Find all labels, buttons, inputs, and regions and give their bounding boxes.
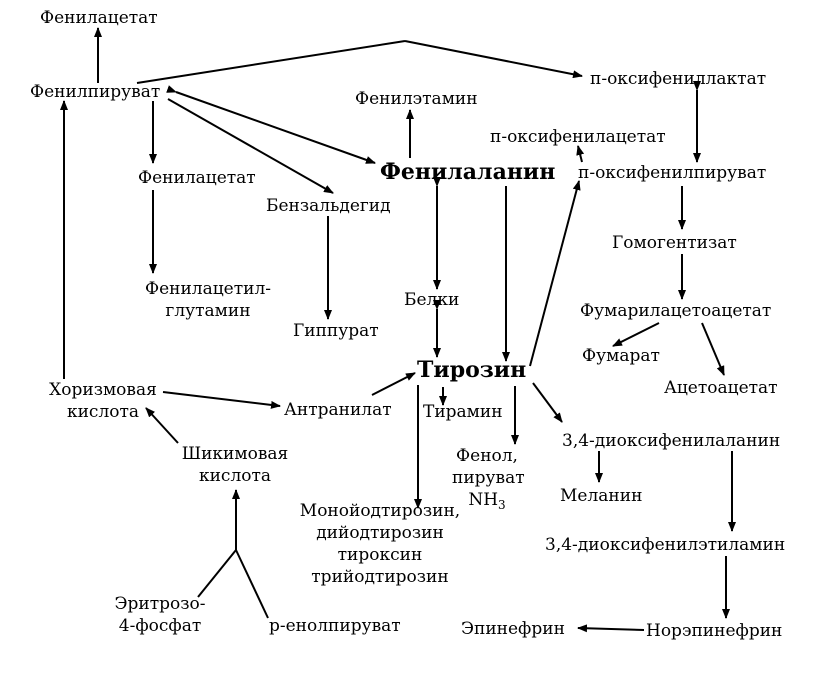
node-phenylacetylglutamine: Фенилацетил- глутамин [138,278,278,322]
arrow-phenylpyruvate-phenylalanine [166,85,376,164]
node-epinephrine: Эпинефрин [461,619,565,639]
node-hippurate: Гиппурат [293,321,379,341]
node-chorismic-acid: Хоризмовая кислота [38,379,168,423]
arrow-phenylpyruvate-to-benzaldehyde [167,98,334,194]
node-phenylacetylglutamine-line2: глутамин [165,301,251,321]
node-chorismic-acid-line2: кислота [66,402,140,422]
node-phenylalanine: Фенилаланин [380,159,556,185]
arrow-tyrosine-to-p-hydroxyphenylpyruvate [529,180,581,367]
node-shikimic-acid: Шикимовая кислота [165,443,305,487]
line-enolpyruvate-to-branch [235,549,269,619]
node-chorismic-acid-line1: Хоризмовая [49,380,157,400]
node-erythrose-4-phosphate: Эритрозо- 4-фосфат [100,593,220,637]
node-phenylethylamine: Фенилэтамин [355,89,478,109]
node-dopamine: 3,4-диоксифенилэтиламин [545,535,786,555]
node-iodotyrosines-line2: дийодтирозин [316,523,444,543]
node-shikimic-acid-line1: Шикимовая [181,444,289,464]
arrow-fumarylacetoacetate-to-acetoacetate [701,322,725,376]
arrow-fumarylacetoacetate-to-fumarate [612,322,660,347]
node-erythrose-line2: 4-фосфат [118,616,202,636]
node-p-hydroxyphenyllactate: п-оксифениллактат [590,69,767,89]
arrow-anthranilate-to-tyrosine [371,372,416,396]
line-erythrose-to-branch [197,549,237,598]
node-phenol-line2: пируват [452,468,525,488]
node-anthranilate: Антранилат [284,400,392,420]
node-p-hydroxyphenylacetate: п-оксифенилацетат [490,127,666,147]
node-phenylacetate-mid: Фенилацетат [138,168,256,188]
node-acetoacetate: Ацетоацетат [664,378,778,398]
nh3-subscript: 3 [498,498,506,512]
node-norepinephrine: Норэпинефрин [646,621,783,641]
node-homogentisate: Гомогентизат [612,233,737,253]
node-iodotyrosines-line1: Монойодтирозин, [299,501,461,521]
arrow-shikimic-to-chorismic [145,407,179,444]
node-enolpyruvate: р-енолпируват [269,616,401,636]
node-p-hydroxyphenylpyruvate: п-оксифенилпируват [578,163,767,183]
arrow-tyrosine-to-dopa [532,382,563,423]
node-phenol-line3: NH3 [452,489,522,512]
node-phenylacetate-top: Фенилацетат [40,8,158,28]
node-melanin: Меланин [560,486,643,506]
arrow-to-p-hydroxyphenylacetate [576,145,585,163]
node-fumarate: Фумарат [582,346,660,366]
arrow-norepinephrine-to-epinephrine [577,624,645,633]
node-erythrose-line1: Эритрозо- [114,594,206,614]
nh3-text: NH [468,490,499,510]
node-phenylacetylglutamine-line1: Фенилацетил- [144,279,272,299]
node-iodotyrosines: Монойодтирозин, дийодтирозин тироксин тр… [285,500,475,588]
arrow-chorismic-to-anthranilate [162,391,281,409]
node-shikimic-acid-line2: кислота [198,466,272,486]
node-phenol-pyruvate: Фенол, пируват NH3 [452,445,525,512]
node-dopa: 3,4-диоксифенилаланин [562,431,781,451]
node-iodotyrosines-line4: трийодтирозин [311,567,449,587]
node-phenylpyruvate: Фенилпируват [30,82,161,102]
node-phenol-line1: Фенол, [456,446,518,466]
line-phenylpyruvate-to-peak [136,40,406,84]
node-fumarylacetoacetate: Фумарилацетоацетат [580,301,772,321]
node-benzaldehyde: Бензальдегид [266,196,391,216]
node-tyramine: Тирамин [423,402,503,422]
node-proteins: Белки [404,290,460,310]
arrow-peak-to-p-hydroxyphenyllactate [404,40,583,79]
node-tyrosine: Тирозин [417,357,527,383]
node-iodotyrosines-line3: тироксин [337,545,423,565]
